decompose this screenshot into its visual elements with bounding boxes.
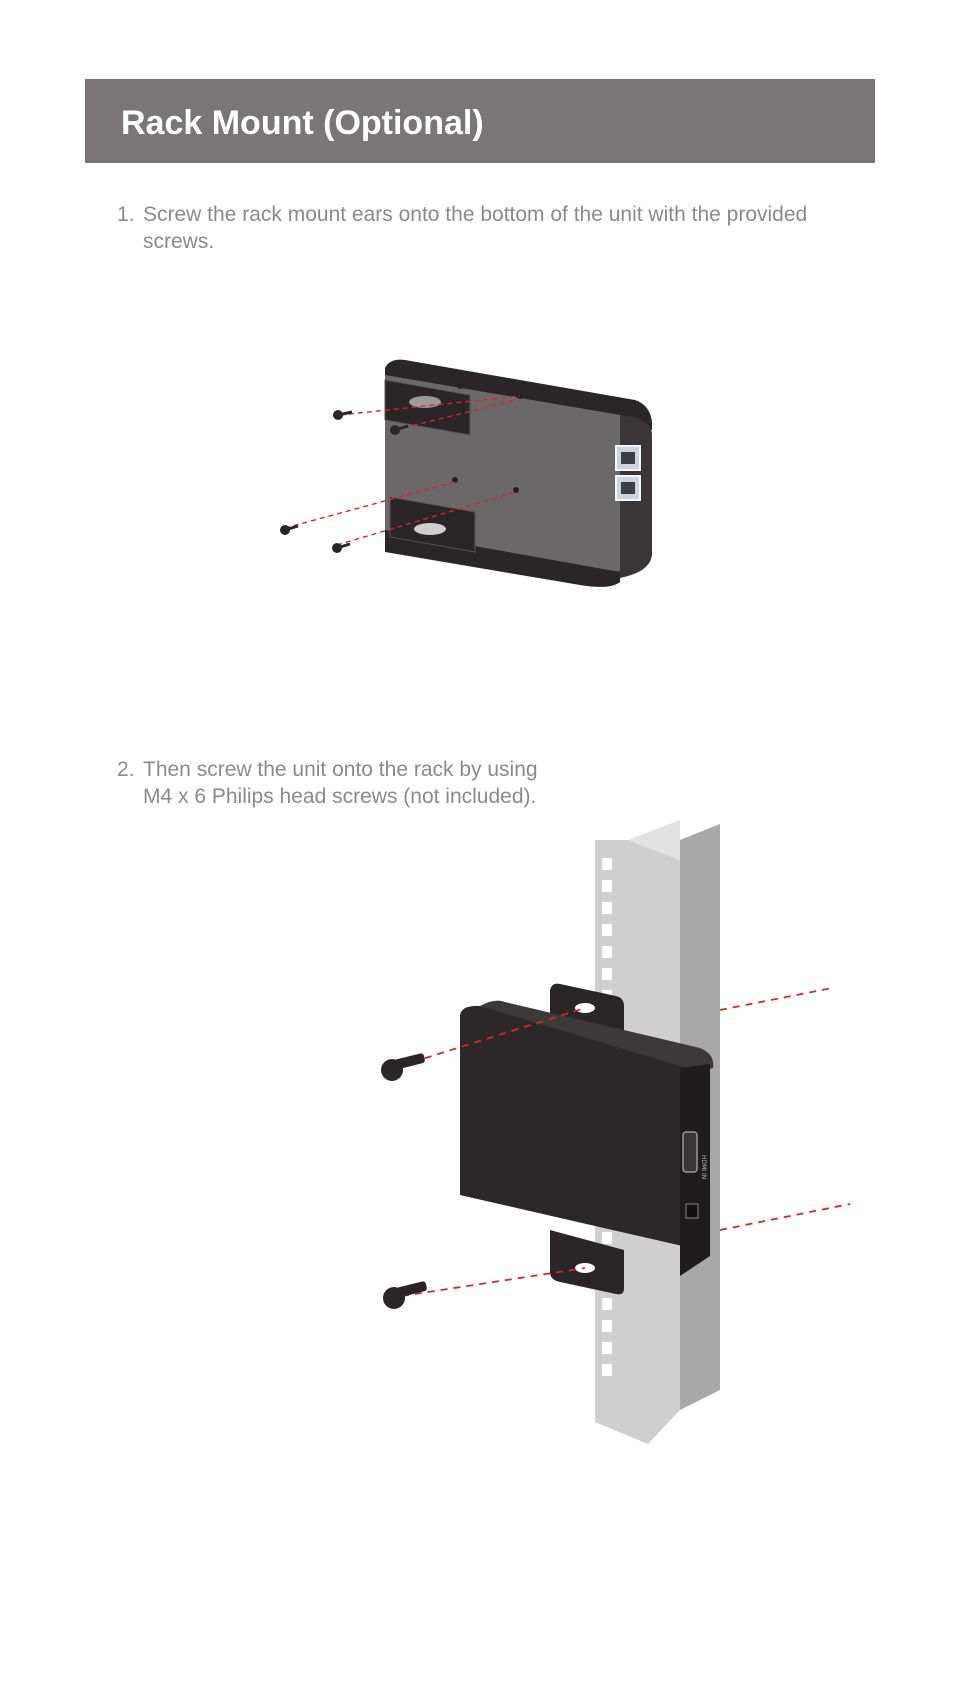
instruction-step-1: 1. Screw the rack mount ears onto the bo… bbox=[117, 201, 877, 255]
step-text-line: Screw the rack mount ears onto the botto… bbox=[143, 203, 808, 226]
step-text-line: screws. bbox=[143, 230, 215, 253]
hdmi-port-icon bbox=[682, 1131, 698, 1173]
screw-icon bbox=[280, 524, 299, 535]
step-number: 2. bbox=[117, 758, 135, 781]
rack-hole bbox=[602, 858, 612, 870]
rack-hole bbox=[602, 946, 612, 958]
rack-hole bbox=[602, 1342, 612, 1354]
step-text-line: M4 x 6 Philips head screws (not included… bbox=[143, 785, 537, 808]
step-text-line: Then screw the unit onto the rack by usi… bbox=[143, 758, 538, 781]
step-number: 1. bbox=[117, 203, 135, 226]
rack-hole bbox=[602, 902, 612, 914]
power-port-icon bbox=[685, 1203, 699, 1219]
rack-hole bbox=[602, 1320, 612, 1332]
screw-icon bbox=[332, 542, 351, 553]
screw-icon bbox=[333, 410, 353, 420]
page-title: Rack Mount (Optional) bbox=[121, 104, 484, 142]
rack-hole bbox=[602, 1364, 612, 1376]
rack-ear-attachment-illustration bbox=[280, 359, 652, 587]
rack-hole bbox=[602, 924, 612, 936]
screw-icon bbox=[383, 1281, 427, 1309]
instruction-step-2: 2. Then screw the unit onto the rack by … bbox=[117, 756, 677, 810]
hdmi-port-label: HDMI IN bbox=[700, 1155, 707, 1179]
rack-mount-illustration: HDMI IN bbox=[381, 820, 851, 1444]
rack-hole bbox=[602, 1298, 612, 1310]
screw-icon bbox=[390, 424, 409, 435]
rack-hole bbox=[602, 880, 612, 892]
section-header: Rack Mount (Optional) bbox=[85, 79, 875, 163]
device-body bbox=[460, 1005, 700, 1250]
rack-ear-bottom bbox=[550, 1230, 624, 1295]
screw-icon bbox=[381, 1053, 425, 1081]
rack-hole bbox=[602, 968, 612, 980]
rack-hole bbox=[602, 1232, 612, 1244]
